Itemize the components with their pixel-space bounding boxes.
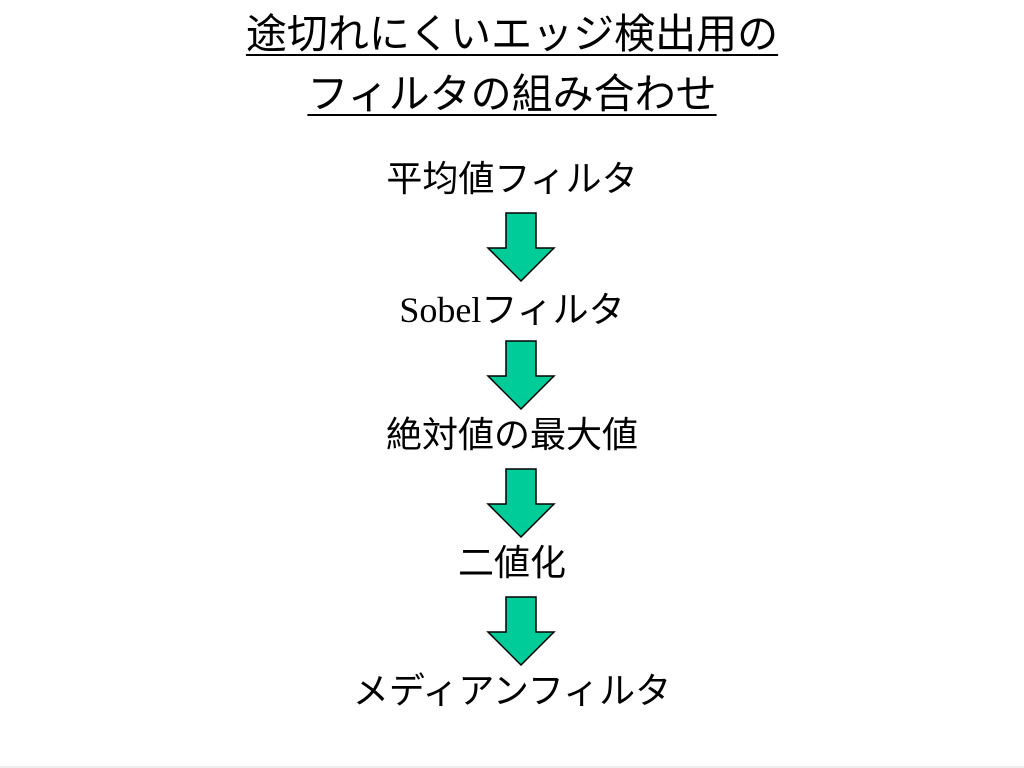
down-arrow-2 (486, 340, 556, 410)
down-arrow-4 (486, 596, 556, 666)
down-arrow-1 (486, 212, 556, 282)
down-arrow-3 (486, 468, 556, 538)
step-binarize: 二値化 (457, 543, 566, 584)
step-median-filter: メディアンフィルタ (352, 671, 672, 712)
step-sobel-filter: Sobelフィルタ (0, 286, 1024, 335)
step-sobel-latin: Sobel (399, 290, 482, 330)
step-abs-max: 絶対値の最大値 (385, 415, 638, 456)
title-line-2: フィルタの組み合わせ (307, 70, 717, 118)
footer-divider (0, 766, 1024, 768)
step-average-filter: 平均値フィルタ (386, 159, 638, 200)
title-line-1: 途切れにくいエッジ検出用の (245, 10, 779, 58)
slide-title: 途切れにくいエッジ検出用の フィルタの組み合わせ (0, 4, 1024, 124)
step-sobel-jp: フィルタ (481, 290, 625, 331)
